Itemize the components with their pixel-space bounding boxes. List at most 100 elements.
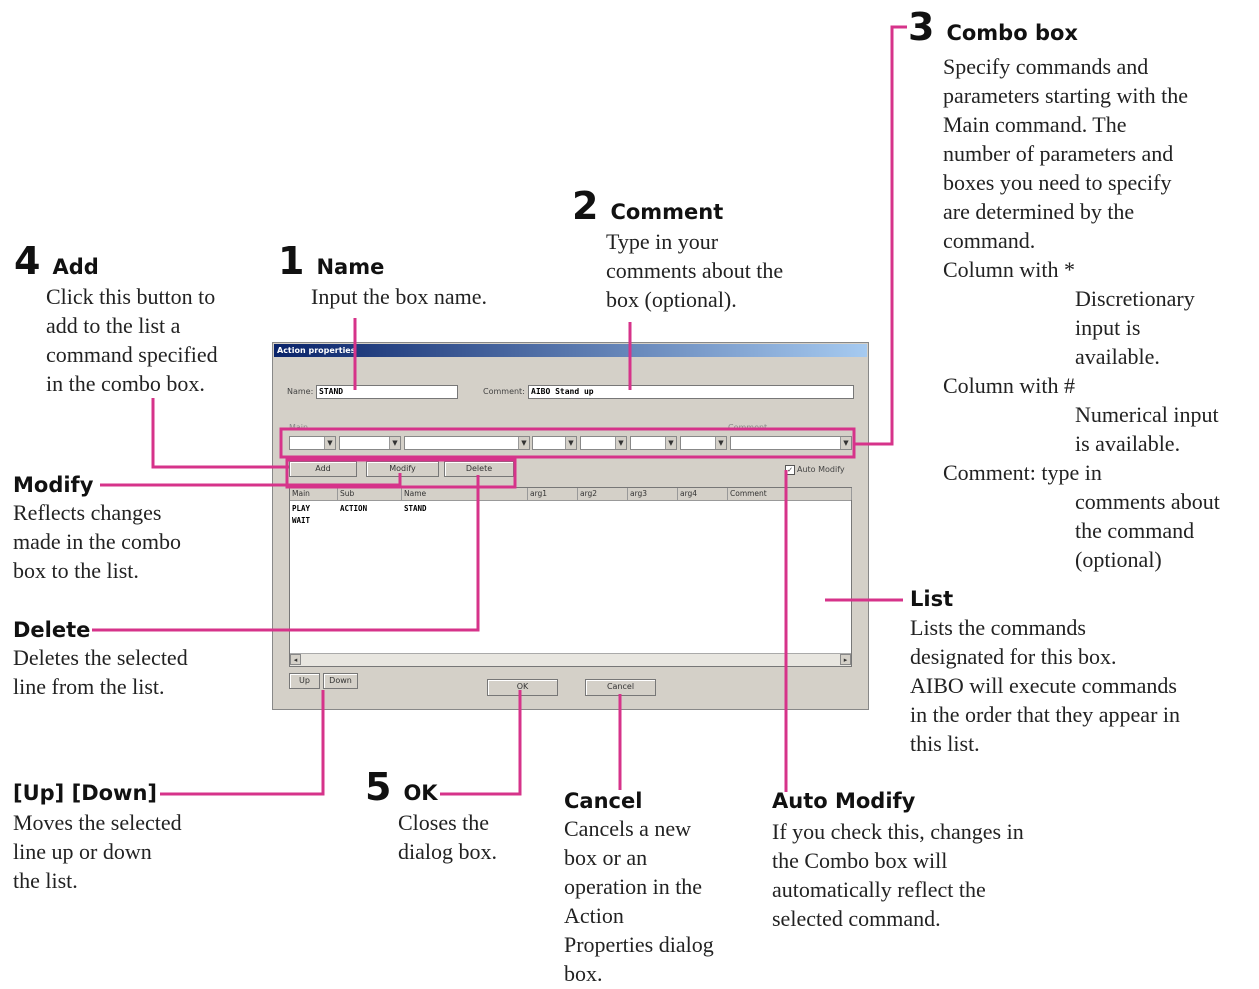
callout-list-desc: Lists the commands designated for this b…	[910, 613, 1180, 758]
desc-line: input is	[1075, 315, 1141, 340]
desc-line: available.	[1075, 344, 1160, 369]
desc-line: parameters starting with the	[943, 83, 1188, 108]
desc-line: Properties dialog	[564, 932, 714, 957]
chevron-down-icon[interactable]: ▼	[324, 437, 335, 449]
desc-line: Input the box name.	[311, 284, 487, 309]
chevron-down-icon[interactable]: ▼	[389, 437, 400, 449]
callout-heading: Combo box	[946, 21, 1078, 45]
arg2-combo[interactable]: ▼	[580, 436, 627, 450]
chevron-down-icon[interactable]: ▼	[715, 437, 726, 449]
column-header[interactable]: Name	[402, 488, 528, 500]
desc-line: Lists the commands	[910, 615, 1086, 640]
callout-comment-desc: Type in your comments about the box (opt…	[606, 227, 783, 314]
chevron-down-icon[interactable]: ▼	[518, 437, 529, 449]
down-button[interactable]: Down	[323, 673, 358, 689]
chevron-down-icon[interactable]: ▼	[665, 437, 676, 449]
desc-line: number of parameters and	[943, 141, 1174, 166]
callout-cancel-desc: Cancels a new box or an operation in the…	[564, 814, 714, 988]
callout-automodify-desc: If you check this, changes in the Combo …	[772, 817, 1024, 933]
main-combo[interactable]: ▼	[289, 436, 336, 450]
column-header[interactable]: Comment	[728, 488, 852, 500]
callout-updown-desc: Moves the selected line up or down the l…	[13, 808, 182, 895]
callout-modify-heading: Modify	[13, 473, 94, 497]
desc-line: this list.	[910, 731, 980, 756]
callout-updown-heading: [Up] [Down]	[13, 781, 157, 805]
callout-combo: 3 Combo box	[908, 8, 1078, 46]
arg3-combo[interactable]: ▼	[630, 436, 677, 450]
callout-name: 1 Name	[278, 242, 384, 280]
callout-ok-desc: Closes the dialog box.	[398, 808, 497, 866]
list-cell[interactable]: WAIT	[292, 516, 311, 525]
ok-line	[440, 690, 522, 796]
arg4-combo[interactable]: ▼	[680, 436, 727, 450]
desc-line: selected command.	[772, 906, 941, 931]
add-line	[151, 398, 289, 469]
updown-line	[160, 690, 325, 796]
desc-line: Comment: type in	[943, 460, 1102, 485]
desc-line: Reflects changes	[13, 500, 162, 525]
callout-number: 5	[365, 765, 392, 809]
scroll-right-icon[interactable]: ▸	[840, 654, 851, 665]
callout-number: 2	[572, 184, 599, 228]
desc-line: comments about	[1075, 489, 1220, 514]
callout-comment: 2 Comment	[572, 187, 723, 225]
desc-line: in the order that they appear in	[910, 702, 1181, 727]
horizontal-scrollbar[interactable]: ◂ ▸	[290, 653, 851, 666]
desc-line: Deletes the selected	[13, 645, 188, 670]
desc-line: the list.	[13, 868, 78, 893]
chevron-down-icon[interactable]: ▼	[840, 437, 851, 449]
name-input[interactable]: STAND	[316, 385, 458, 399]
desc-line: is available.	[1075, 431, 1181, 456]
desc-line: dialog box.	[398, 839, 497, 864]
desc-line: Closes the	[398, 810, 490, 835]
column-header[interactable]: Sub	[338, 488, 402, 500]
delete-line	[92, 475, 480, 632]
column-header[interactable]: arg1	[528, 488, 578, 500]
comment-combo[interactable]: ▼	[730, 436, 852, 450]
list-cell[interactable]: STAND	[404, 504, 427, 513]
callout-combo-desc: Specify commands and parameters starting…	[943, 52, 1220, 574]
combo-line	[854, 25, 907, 446]
column-header[interactable]: arg2	[578, 488, 628, 500]
desc-line: automatically reflect the	[772, 877, 986, 902]
callout-add-desc: Click this button to add to the list a c…	[46, 282, 218, 398]
desc-line: line from the list.	[13, 674, 165, 699]
list-header: Main Sub Name arg1 arg2 arg3 arg4 Commen…	[290, 488, 852, 501]
desc-line: box to the list.	[13, 558, 139, 583]
desc-line: Action	[564, 903, 624, 928]
desc-line: Numerical input	[1075, 402, 1219, 427]
chevron-down-icon[interactable]: ▼	[565, 437, 576, 449]
desc-line: made in the combo	[13, 529, 182, 554]
buttons-highlight-box	[285, 458, 517, 489]
ok-button[interactable]: OK	[487, 679, 558, 696]
desc-line: Discretionary	[1075, 286, 1195, 311]
column-header[interactable]: arg3	[628, 488, 678, 500]
list-cell[interactable]: PLAY	[292, 504, 311, 513]
command-list[interactable]: Main Sub Name arg1 arg2 arg3 arg4 Commen…	[289, 487, 852, 667]
scroll-left-icon[interactable]: ◂	[290, 654, 301, 665]
desc-line: in the combo box.	[46, 371, 205, 396]
callout-heading: Add	[52, 255, 99, 279]
dialog-title-bar: Action properties	[274, 344, 867, 357]
column-header[interactable]: Main	[290, 488, 338, 500]
callout-cancel-heading: Cancel	[564, 789, 643, 813]
name-label: Name:	[287, 387, 314, 396]
sub-combo[interactable]: ▼	[339, 436, 401, 450]
desc-line: are determined by the	[943, 199, 1135, 224]
arg1-combo[interactable]: ▼	[532, 436, 577, 450]
callout-heading: OK	[403, 781, 438, 805]
comment-label: Comment:	[483, 387, 525, 396]
comment-input[interactable]: AIBO Stand up	[528, 385, 854, 399]
desc-line: box (optional).	[606, 287, 737, 312]
name-combo[interactable]: ▼	[404, 436, 530, 450]
chevron-down-icon[interactable]: ▼	[615, 437, 626, 449]
up-button[interactable]: Up	[289, 673, 320, 689]
list-cell[interactable]: ACTION	[340, 504, 368, 513]
desc-line: command.	[943, 228, 1036, 253]
desc-line: Type in your	[606, 229, 719, 254]
desc-line: Click this button to	[46, 284, 216, 309]
callout-number: 4	[14, 239, 41, 283]
desc-line: line up or down	[13, 839, 152, 864]
column-header[interactable]: arg4	[678, 488, 728, 500]
desc-line: operation in the	[564, 874, 703, 899]
